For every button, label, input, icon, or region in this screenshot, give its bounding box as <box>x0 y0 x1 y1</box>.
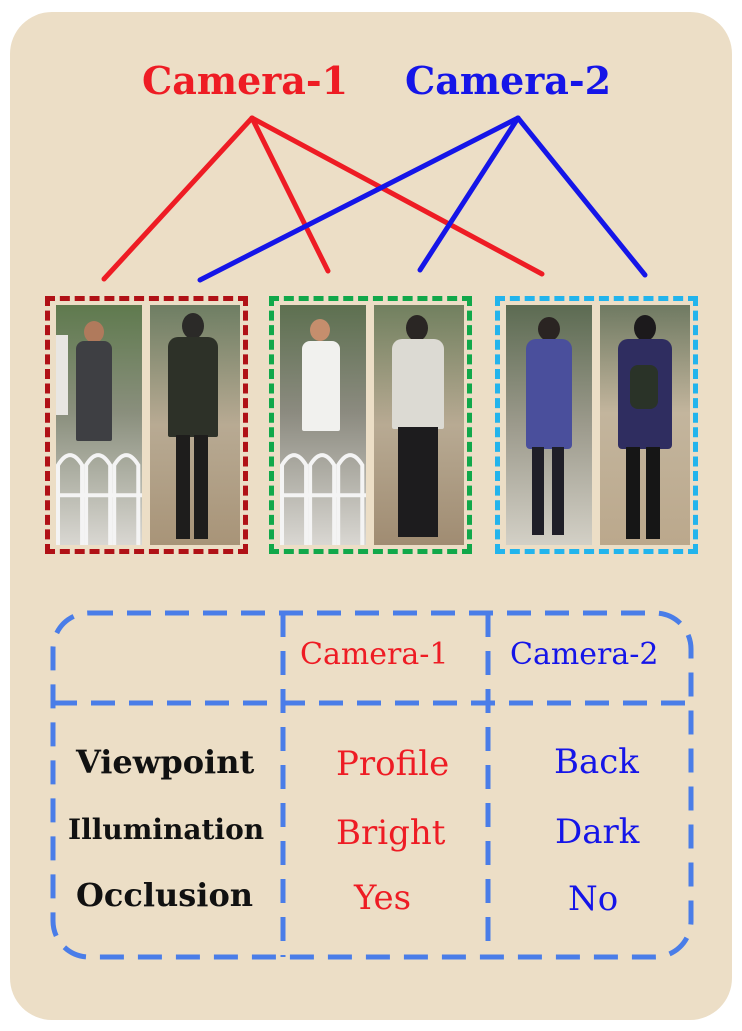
camera2-link-pair3 <box>515 115 648 278</box>
cell-illumination-camera1: Bright <box>336 813 446 853</box>
row-label-illumination: Illumination <box>68 813 265 846</box>
pair1-camera1-image <box>56 305 142 545</box>
image-pair-1 <box>45 296 248 554</box>
column-header-camera2: Camera-2 <box>510 637 659 672</box>
camera2-link-pair2 <box>417 115 521 273</box>
table-grid <box>50 610 694 960</box>
camera1-title: Camera-1 <box>142 58 349 103</box>
camera1-link-pair1 <box>101 115 255 282</box>
cell-illumination-camera2: Dark <box>555 812 640 852</box>
image-pair-3 <box>495 296 698 554</box>
column-header-camera1: Camera-1 <box>300 637 449 672</box>
camera2-title: Camera-2 <box>405 58 612 103</box>
pair1-camera2-image <box>150 305 240 545</box>
cell-occlusion-camera1: Yes <box>354 878 412 918</box>
pair2-camera2-image <box>374 305 464 545</box>
cell-viewpoint-camera1: Profile <box>336 744 450 784</box>
camera1-link-pair3 <box>249 115 545 277</box>
cell-occlusion-camera2: No <box>568 879 619 919</box>
pair3-camera1-image <box>506 305 592 545</box>
image-pair-2 <box>269 296 472 554</box>
cell-viewpoint-camera2: Back <box>554 742 639 782</box>
camera1-link-pair2 <box>249 115 331 274</box>
row-label-viewpoint: Viewpoint <box>76 743 255 781</box>
camera2-link-pair1 <box>197 115 521 283</box>
pair2-camera1-image <box>280 305 366 545</box>
row-label-occlusion: Occlusion <box>76 876 254 914</box>
pair3-camera2-image <box>600 305 690 545</box>
comparison-table: Camera-1 Camera-2 Viewpoint Illumination… <box>50 610 694 960</box>
